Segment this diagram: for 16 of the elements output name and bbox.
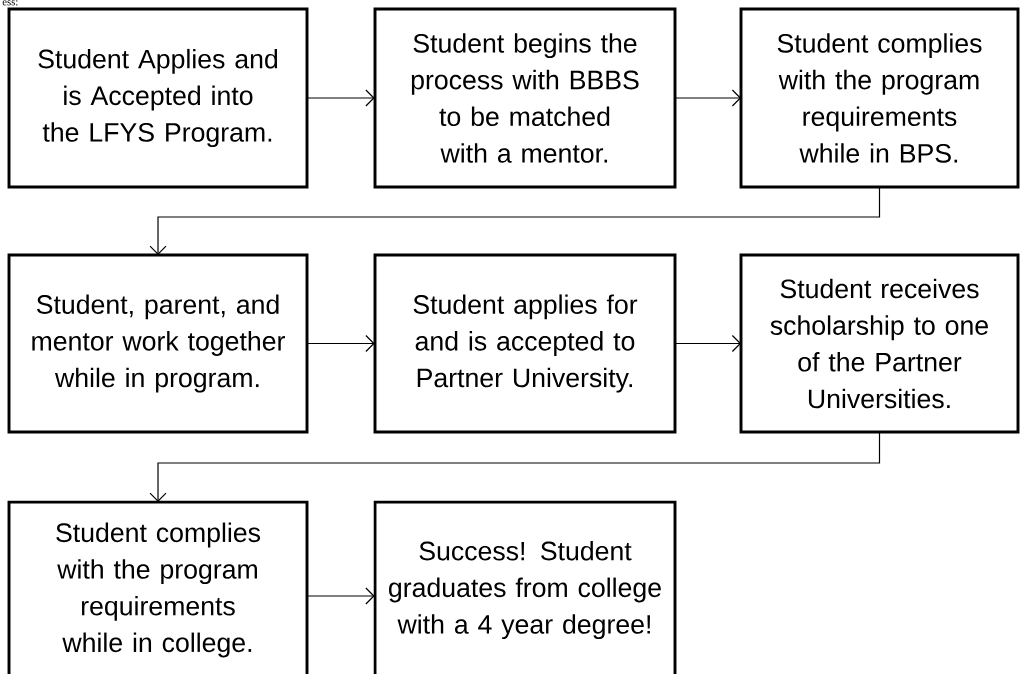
- arrow: [306, 334, 375, 353]
- process-box: Student complies with the program requirements while in college.: [7, 500, 309, 674]
- arrow: [674, 89, 742, 107]
- arrow: [306, 587, 375, 605]
- arrow: [149, 431, 881, 502]
- process-box: Student complies with the program requirements while in BPS.: [739, 7, 1020, 189]
- arrow: [149, 186, 881, 255]
- process-box: Student applies for and is accepted to Partner University.: [373, 253, 677, 434]
- arrow: [674, 334, 742, 353]
- process-box: Success! Student graduates from college with a 4 year degree!: [373, 500, 677, 674]
- process-box: Student Applies and is Accepted into the LFYS Program.: [7, 7, 309, 189]
- arrow: [306, 89, 375, 107]
- process-box: Student receives scholarship to one of the Partner Universities.: [739, 253, 1020, 434]
- heading-text: ess:: [2, 0, 18, 6]
- process-box: Student begins the process with BBBS to be matched with a mentor.: [373, 7, 677, 189]
- process-box: Student, parent, and mentor work together while in program.: [7, 253, 309, 434]
